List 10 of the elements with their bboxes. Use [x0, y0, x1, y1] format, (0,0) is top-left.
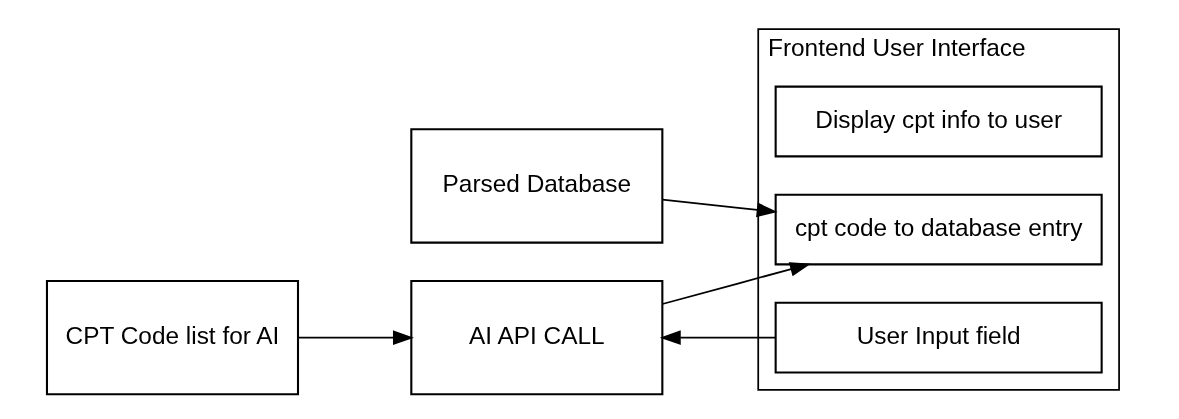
arrow: [661, 198, 778, 218]
node-box: Display cpt info to user: [774, 85, 1103, 158]
node-box: CPT Code list for AI: [45, 279, 299, 396]
arrow: [297, 330, 414, 345]
node-box: cpt code to database entry: [774, 193, 1103, 266]
arrow: [661, 262, 811, 305]
node-box: AI API CALL: [409, 279, 663, 396]
node-box: Parsed Database: [409, 128, 663, 244]
node-box: User Input field: [774, 301, 1103, 374]
arrow: [659, 330, 776, 345]
